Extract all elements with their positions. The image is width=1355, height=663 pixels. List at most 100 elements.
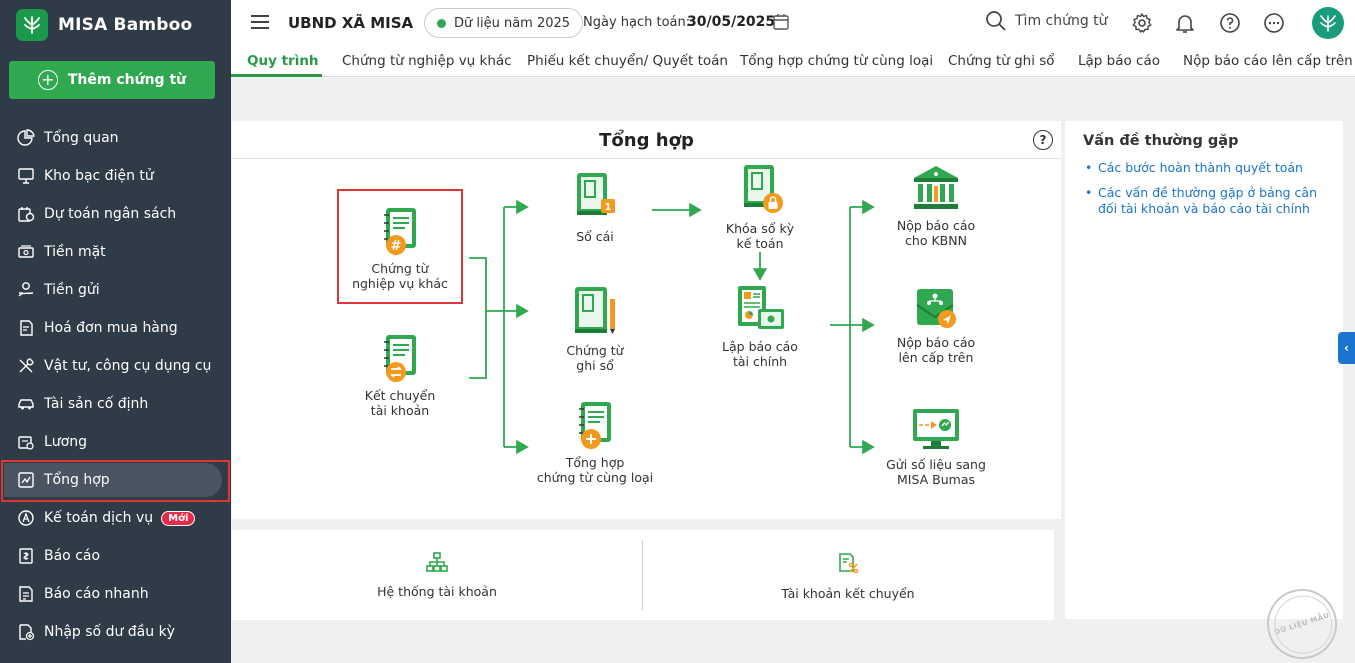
tools-icon (16, 356, 36, 376)
shortcut-panel: Hệ thống tài khoản Tài khoản kết chuyển (232, 530, 1054, 620)
mail-send-icon (916, 289, 956, 328)
divider (232, 158, 1061, 159)
issue-link[interactable]: Các vấn đề thường gặp ở bảng cân đối tài… (1085, 185, 1337, 217)
sidebar-item-summary[interactable]: Tổng hợp (0, 460, 231, 502)
notebook-hash-icon: # (384, 208, 416, 255)
percent-doc-icon (839, 553, 859, 574)
notebook-transfer-icon (384, 335, 416, 382)
sidebar-item-purchase-invoice[interactable]: Hoá đơn mua hàng (0, 309, 231, 347)
node-submit-kbnn[interactable]: Nộp báo cáo cho KBNN (878, 164, 994, 248)
opening-balance-icon (16, 622, 36, 642)
hierarchy-icon (426, 552, 448, 572)
deposit-icon (16, 280, 36, 300)
sidebar-item-service-accounting[interactable]: Kế toán dịch vụ Mới (0, 499, 231, 537)
node-other-vouchers[interactable]: # Chứng từ nghiệp vụ khác (342, 205, 458, 291)
collapse-panel-button[interactable]: ‹ (1338, 332, 1355, 364)
active-highlight (4, 463, 222, 497)
tab-create-report[interactable]: Lập báo cáo (1078, 53, 1161, 69)
summary-icon (16, 470, 36, 490)
sidebar-item-fixed-assets[interactable]: Tài sản cố định (0, 385, 231, 423)
common-issues-list: Các bước hoàn thành quyết toán Các vấn đ… (1085, 160, 1337, 226)
node-financial-report[interactable]: Lập báo cáo tài chính (702, 283, 818, 369)
cash-icon (16, 242, 36, 262)
plus-icon: + (37, 70, 58, 90)
transfer-accounts-link[interactable]: Tài khoản kết chuyển (698, 552, 998, 601)
gear-icon[interactable] (1131, 12, 1153, 34)
svg-text:1: 1 (605, 202, 612, 213)
node-lock-period[interactable]: Khóa sổ kỳ kế toán (702, 163, 818, 251)
node-general-ledger[interactable]: 1 Sổ cái (537, 171, 653, 244)
bell-icon[interactable] (1174, 12, 1196, 34)
avatar[interactable] (1312, 7, 1344, 39)
ledger-book-icon: 1 (577, 173, 615, 215)
sidebar-item-e-treasury[interactable]: Kho bạc điện tử (0, 157, 231, 195)
bamboo-logo-icon (16, 9, 48, 41)
tab-other-vouchers[interactable]: Chứng từ nghiệp vụ khác (342, 53, 512, 69)
accounting-date-value[interactable]: 30/05/2025 (687, 14, 776, 30)
ledger-pencil-icon (575, 287, 615, 334)
org-name[interactable]: UBND XÃ MISA (288, 14, 414, 32)
sidebar-nav: Tổng quan Kho bạc điện tử Dự toán ngân s… (0, 119, 231, 651)
notebook-plus-icon (579, 402, 611, 449)
report-icon (16, 546, 36, 566)
sidebar-item-salary[interactable]: Lương (0, 423, 231, 461)
more-icon[interactable] (1263, 12, 1285, 34)
tab-same-type-summary[interactable]: Tổng hợp chứng từ cùng loại (740, 53, 934, 69)
sidebar-item-quick-reports[interactable]: Báo cáo nhanh (0, 575, 231, 613)
add-voucher-button[interactable]: + Thêm chứng từ (9, 61, 215, 99)
chart-of-accounts-link[interactable]: Hệ thống tài khoản (287, 552, 587, 599)
search-vouchers[interactable]: Tìm chứng từ (985, 10, 1108, 32)
new-badge: Mới (161, 510, 196, 526)
tab-transfer-settlement[interactable]: Phiếu kết chuyển/ Quyết toán (527, 53, 728, 69)
node-transfer-accounts[interactable]: Kết chuyển tài khoản (342, 332, 458, 418)
status-dot-icon (437, 18, 446, 28)
common-issues-panel: Vấn đề thường gặp Các bước hoàn thành qu… (1065, 121, 1343, 619)
tab-process[interactable]: Quy trình (247, 53, 319, 69)
tab-bar: Quy trình Chứng từ nghiệp vụ khác Phiếu … (231, 46, 1355, 77)
node-record-vouchers[interactable]: Chứng từ ghi sổ (537, 285, 653, 373)
menu-icon[interactable] (251, 15, 269, 29)
sidebar-item-cash[interactable]: Tiền mặt (0, 233, 231, 271)
salary-icon (16, 432, 36, 452)
search-icon (986, 11, 1006, 31)
sidebar-item-deposit[interactable]: Tiền gửi (0, 271, 231, 309)
monitor-icon (16, 166, 36, 186)
monitor-send-icon (913, 409, 959, 449)
tab-submit-report[interactable]: Nộp báo cáo lên cấp trên (1183, 53, 1353, 69)
invoice-icon (16, 318, 36, 338)
help-icon[interactable]: ? (1033, 130, 1053, 150)
quick-report-icon (16, 584, 36, 604)
node-same-type-summary[interactable]: Tổng hợp chứng từ cùng loại (526, 399, 664, 485)
budget-icon (16, 204, 36, 224)
node-send-bumas[interactable]: Gửi số liệu sang MISA Bumas (878, 407, 994, 487)
add-voucher-label: Thêm chứng từ (67, 72, 187, 88)
service-icon (16, 508, 36, 528)
node-submit-superior[interactable]: Nộp báo cáo lên cấp trên (878, 285, 994, 365)
ledger-lock-icon (744, 165, 783, 213)
divider (642, 540, 643, 610)
issue-link[interactable]: Các bước hoàn thành quyết toán (1085, 160, 1337, 176)
sidebar-item-opening-balance[interactable]: Nhập số dư đầu kỳ (0, 613, 231, 651)
pie-chart-icon (16, 128, 36, 148)
calendar-icon[interactable] (772, 13, 790, 35)
brand[interactable]: MISA Bamboo (16, 9, 192, 41)
sidebar-item-supplies[interactable]: Vật tư, công cụ dụng cụ (0, 347, 231, 385)
brand-name: MISA Bamboo (58, 15, 193, 35)
tab-active-underline (231, 74, 322, 77)
data-year-selector[interactable]: Dữ liệu năm 2025 (424, 8, 584, 38)
focus-highlight-box (337, 189, 463, 304)
car-icon (16, 394, 36, 414)
sidebar: MISA Bamboo + Thêm chứng từ Tổng quan Kh… (0, 0, 231, 663)
flow-connectors (469, 199, 875, 455)
process-panel: Tổng hợp ? # Chứng từ nghiệp vụ khác (232, 121, 1061, 519)
page-title: Tổng hợp (599, 130, 694, 151)
sidebar-item-budget[interactable]: Dự toán ngân sách (0, 195, 231, 233)
chevron-left-icon: ‹ (1344, 341, 1349, 355)
tab-record-vouchers[interactable]: Chứng từ ghi sổ (948, 53, 1055, 69)
sidebar-item-overview[interactable]: Tổng quan (0, 119, 231, 157)
focus-highlight-box (1, 460, 230, 502)
sidebar-item-reports[interactable]: Báo cáo (0, 537, 231, 575)
financial-report-icon (738, 286, 784, 329)
help-circle-icon[interactable] (1219, 12, 1241, 34)
accounting-date-label: Ngày hạch toán: (583, 15, 691, 30)
